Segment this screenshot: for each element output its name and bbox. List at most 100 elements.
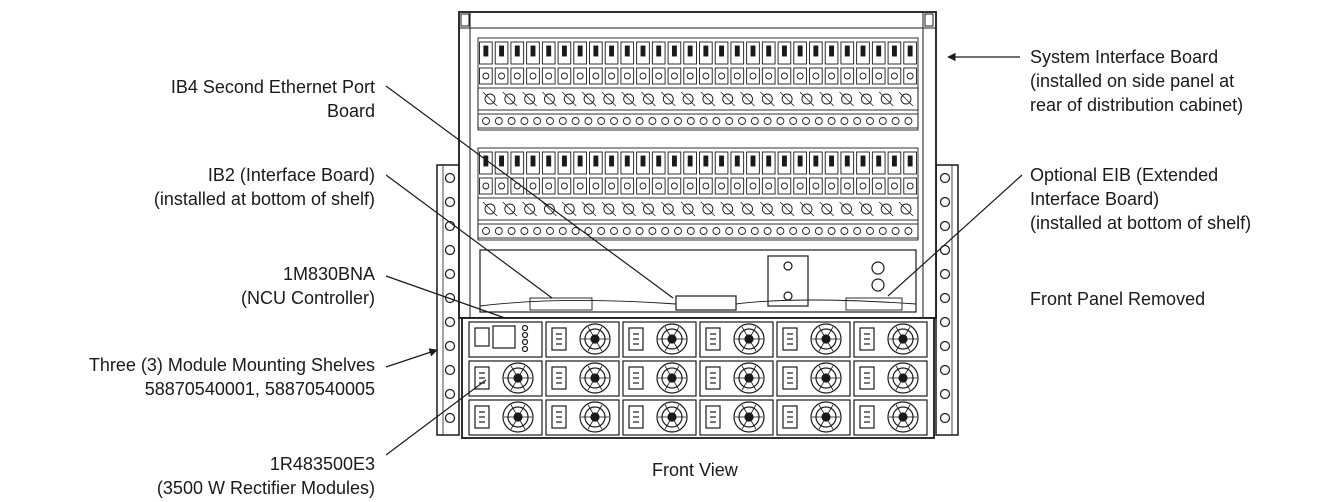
ground-hole [610, 227, 618, 235]
lug [761, 93, 773, 105]
sib-label-line3: rear of distribution cabinet) [1030, 95, 1244, 115]
breaker [541, 41, 556, 65]
rectifier-handle [859, 327, 875, 351]
ground-hole [648, 117, 657, 125]
breaker [903, 41, 917, 65]
fan-spoke [825, 377, 834, 391]
lug [682, 203, 694, 215]
ground-hole [827, 117, 836, 125]
lug-wire [859, 91, 874, 107]
breaker-terminal [856, 177, 870, 195]
breaker-terminal [840, 177, 855, 195]
rail-hole [939, 340, 951, 352]
ground-hole [648, 227, 657, 235]
breaker-terminal [809, 67, 823, 85]
breaker-terminal [589, 67, 603, 85]
breaker [479, 151, 493, 175]
fan-guard [733, 401, 765, 433]
breaker [761, 151, 776, 175]
sib-label: System Interface Board (installed on sid… [1030, 45, 1243, 117]
lug [841, 93, 853, 105]
lug-wire [661, 91, 676, 107]
lug-wire [680, 91, 696, 107]
lug [563, 93, 575, 105]
fan-spoke [748, 326, 757, 340]
breaker [573, 41, 587, 65]
lug-wire [760, 201, 775, 217]
rectifier-module [699, 321, 774, 358]
breaker [824, 41, 839, 65]
fan-spoke [902, 404, 911, 418]
fan-spoke [664, 416, 673, 430]
breaker-terminal [573, 67, 587, 85]
front-view-caption: Front View [652, 460, 738, 480]
controller-port [474, 327, 490, 347]
rail-hole [444, 340, 456, 352]
lug-wire [819, 91, 835, 107]
ground-hole [763, 117, 772, 125]
eib-label-line2: Interface Board) [1030, 189, 1160, 209]
ib2-label: IB2 (Interface Board) (installed at bott… [154, 163, 375, 211]
lug-wire [700, 201, 716, 217]
ground-hole [674, 117, 682, 125]
lug [543, 203, 555, 215]
ground-hole [725, 117, 734, 125]
breaker-terminal [479, 177, 493, 195]
breaker-terminal [620, 67, 635, 85]
lug [761, 203, 773, 215]
breaker-terminal [557, 177, 572, 195]
terminal-screw [828, 182, 836, 190]
breaker-toggle [687, 45, 693, 57]
breaker-terminal [840, 67, 855, 85]
breaker-terminal [589, 177, 603, 195]
shelves-label-line1: Three (3) Module Mounting Shelves [88, 355, 375, 375]
breaker-terminal [809, 177, 823, 195]
fan-spoke [741, 338, 750, 352]
ground-hole [738, 227, 746, 235]
breaker [573, 151, 587, 175]
rectifier-module [853, 360, 928, 397]
lug-wire [621, 201, 636, 217]
ground-hole [738, 117, 746, 125]
lug-wire [839, 91, 854, 107]
rail-hole [444, 268, 456, 280]
lug-wire [878, 91, 894, 107]
rectifier-module [699, 399, 774, 436]
breaker-terminal [730, 177, 745, 195]
fan-spoke [587, 377, 596, 391]
terminal-screw [875, 72, 883, 80]
lug [702, 203, 714, 215]
leader-lines [385, 52, 1023, 456]
terminal-screw [780, 72, 788, 80]
lug-wire [760, 91, 775, 107]
eib-leader [887, 174, 1023, 297]
fan-spoke [594, 416, 603, 430]
rectifier-module [545, 360, 620, 397]
lug-wire [502, 201, 518, 217]
terminal-screw [906, 182, 914, 190]
breaker-terminal [714, 67, 729, 85]
breaker-toggle [671, 155, 677, 167]
ground-hole [597, 227, 606, 235]
terminal-screw [623, 72, 631, 80]
breaker-terminal [604, 67, 619, 85]
breaker-terminal [887, 177, 902, 195]
terminal-screw [812, 72, 820, 80]
breaker-terminal [479, 67, 493, 85]
ground-hole [840, 227, 849, 235]
rectifier-module [622, 399, 697, 436]
ground-bar [477, 223, 919, 239]
rail-hole [939, 316, 951, 328]
lug-wire [601, 201, 617, 217]
terminal-screw [623, 182, 631, 190]
breaker-toggle [514, 45, 520, 57]
lug-wire [720, 91, 735, 107]
fan-spoke [517, 416, 526, 430]
breaker-terminal [557, 67, 572, 85]
breaker [667, 151, 682, 175]
breaker-toggle [640, 45, 646, 57]
ground-hole [866, 227, 874, 235]
ground-hole [507, 117, 516, 125]
ground-hole [533, 227, 542, 235]
